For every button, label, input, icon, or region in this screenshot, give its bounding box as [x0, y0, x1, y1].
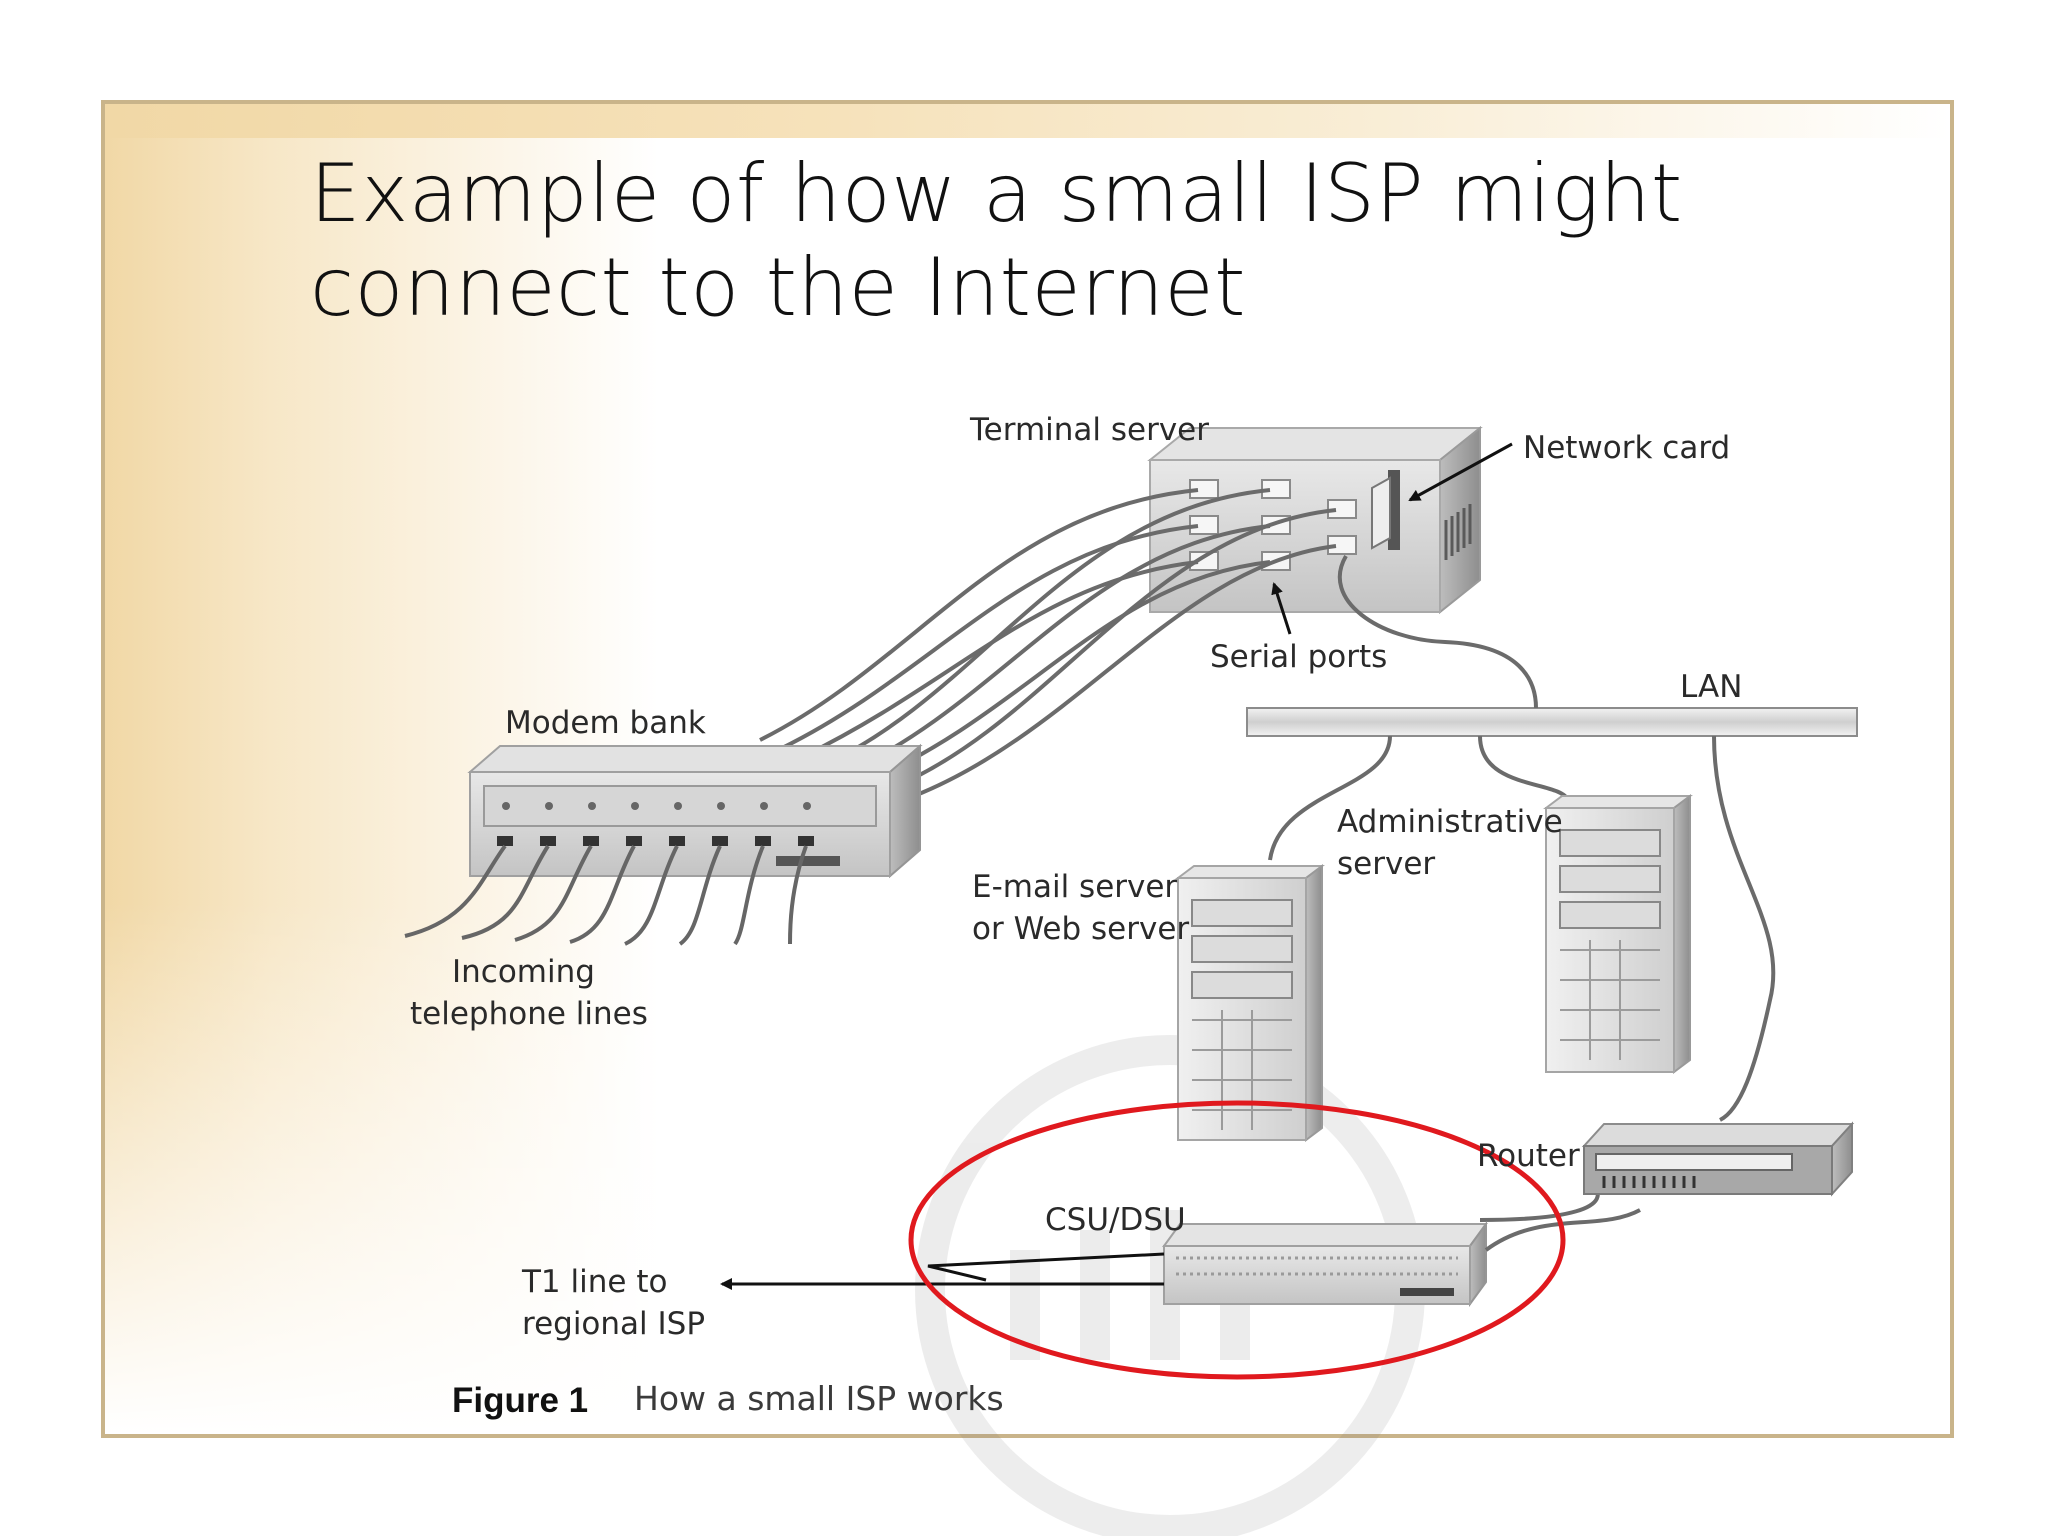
- serial-ports-pointer-arrow: [1271, 582, 1292, 635]
- modem-indicator-lights: [502, 802, 811, 810]
- label-router: Router: [1477, 1138, 1580, 1174]
- label-administrative-server-line-1: Administrative: [1337, 804, 1563, 840]
- modem-bank: [467, 743, 923, 879]
- administrative-server: [1543, 794, 1693, 1074]
- label-administrative-server-line-2: server: [1337, 846, 1435, 882]
- label-network-card: Network card: [1523, 430, 1730, 466]
- label-serial-ports: Serial ports: [1210, 639, 1387, 675]
- slide-frame: [101, 100, 1954, 1438]
- figure-caption: How a small ISP works: [634, 1379, 1004, 1418]
- slide-title: Example of how a small ISP might connect…: [310, 147, 1760, 335]
- network-card-pointer-arrow: [1408, 442, 1513, 502]
- label-t1-line-line-1: T1 line to: [521, 1264, 667, 1300]
- label-email-server-line-2: or Web server: [972, 911, 1189, 947]
- slide-title-line-1: Example of how a small ISP might: [310, 147, 1683, 240]
- slide-top-band: [105, 104, 1950, 138]
- label-modem-bank: Modem bank: [505, 705, 706, 741]
- router: [1581, 1121, 1855, 1197]
- terminal-server-vents: [1444, 504, 1472, 560]
- router-csu-cable: [1484, 1208, 1641, 1252]
- slide-background: [105, 104, 1950, 1434]
- serial-cables: [759, 488, 1337, 798]
- lan-backbone: [1246, 707, 1858, 737]
- label-incoming-lines-line-1: Incoming: [452, 954, 595, 990]
- label-terminal-server: Terminal server: [969, 412, 1209, 448]
- telephone-lines: [404, 844, 808, 946]
- label-csu-dsu: CSU/DSU: [1045, 1202, 1186, 1238]
- t1-line: [720, 1252, 1165, 1290]
- slide-title-line-2: connect to the Internet: [310, 241, 1246, 334]
- email-web-server: [1175, 864, 1325, 1142]
- csu-dsu-highlight-ellipse: [908, 1100, 1566, 1380]
- network-card: [1371, 470, 1400, 550]
- label-incoming-lines-line-2: telephone lines: [410, 996, 648, 1032]
- figure-number: Figure 1: [452, 1381, 588, 1420]
- label-lan: LAN: [1680, 669, 1742, 705]
- label-email-server-line-1: E-mail server: [972, 869, 1177, 905]
- csu-dsu: [1162, 1220, 1488, 1308]
- label-t1-line-line-2: regional ISP: [522, 1306, 705, 1342]
